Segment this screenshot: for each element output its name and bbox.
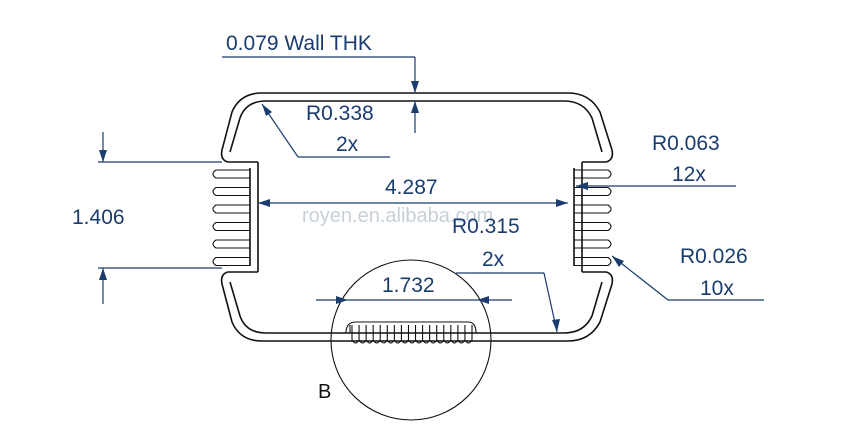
bottom-fin-span-label: 1.732 bbox=[382, 274, 435, 297]
watermark: royen.en.alibaba.com bbox=[302, 205, 493, 227]
profile-outline bbox=[220, 92, 614, 342]
fin-radius-outer-value: R0.063 bbox=[652, 132, 720, 155]
dim-overall-width: 4.287 bbox=[258, 176, 568, 207]
detail-label: B bbox=[318, 381, 331, 403]
inner-radius-value: R0.315 bbox=[452, 215, 520, 238]
outer-radius-value: R0.338 bbox=[306, 102, 374, 125]
bottom-fins bbox=[345, 321, 477, 344]
overall-width-label: 4.287 bbox=[385, 176, 438, 199]
fin-radius-outer-count: 12x bbox=[672, 163, 706, 186]
dim-fin-radius-outer: R0.063 12x bbox=[576, 132, 736, 190]
right-fins bbox=[574, 169, 612, 267]
inner-radius-count: 2x bbox=[482, 248, 505, 271]
detail-circle bbox=[330, 259, 492, 421]
bottom-fin-comb bbox=[349, 325, 473, 344]
wall-thickness-label: 0.079 Wall THK bbox=[226, 32, 372, 55]
dim-wall-thickness: 0.079 Wall THK bbox=[222, 32, 419, 133]
left-fins bbox=[212, 169, 250, 267]
dim-inner-radius: R0.315 2x bbox=[452, 215, 560, 333]
dim-bottom-fin-span: 1.732 bbox=[316, 274, 512, 304]
dim-fin-radius-inner: R0.026 10x bbox=[611, 245, 764, 301]
side-height-label: 1.406 bbox=[72, 206, 125, 229]
fin-radius-inner-count: 10x bbox=[700, 277, 734, 300]
right-fin-slots bbox=[574, 169, 612, 267]
fin-radius-inner-value: R0.026 bbox=[680, 245, 748, 268]
dim-outer-radius: R0.338 2x bbox=[261, 102, 390, 158]
dim-side-height: 1.406 bbox=[72, 132, 222, 304]
outer-radius-count: 2x bbox=[336, 133, 359, 156]
left-fin-slots bbox=[212, 169, 250, 267]
bottom-fin-base bbox=[345, 321, 477, 334]
